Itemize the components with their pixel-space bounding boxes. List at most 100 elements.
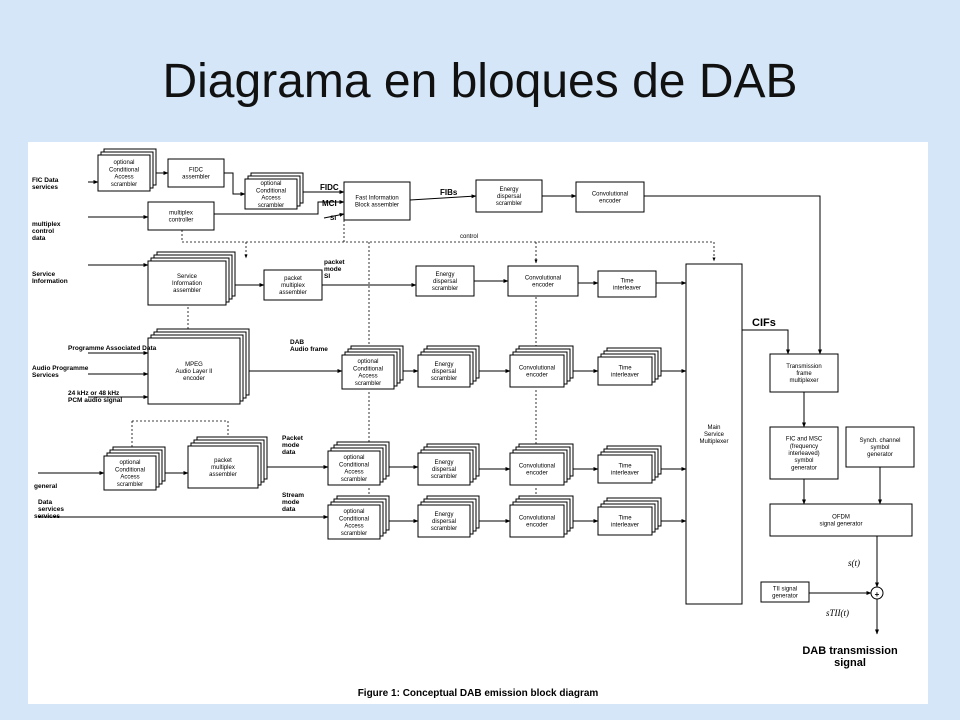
energy-dispersal-stream <box>417 495 480 538</box>
energy-dispersal-audio <box>417 345 480 388</box>
energy-dispersal-fic <box>475 179 543 213</box>
fidc-assembler-block <box>167 158 225 188</box>
ca-scrambler-fic <box>97 148 157 192</box>
figure-caption: Figure 1: Conceptual DAB emission block … <box>358 688 599 699</box>
time-interleaver-packet-frame <box>597 454 653 484</box>
conv-encoder-si-frame <box>507 265 579 297</box>
summer-node <box>870 586 884 600</box>
energy-dispersal-fic-frame <box>475 179 543 213</box>
time-interleaver-si-frame <box>597 270 657 298</box>
wire-fic-to-tfmux <box>644 195 822 355</box>
conv-encoder-packet-frame <box>509 452 565 486</box>
symbol-generator-block <box>769 426 839 480</box>
ca-scrambler-packet <box>327 441 390 486</box>
tii-generator-block-frame <box>760 581 810 603</box>
conv-encoder-audio <box>509 345 574 388</box>
time-interleaver-si <box>597 270 657 298</box>
fibs-signal-label: FIBs <box>440 188 458 197</box>
energy-dispersal-audio-frame <box>417 354 471 388</box>
conv-encoder-packet <box>509 443 574 486</box>
transmission-frame-mux-block-frame <box>769 353 839 393</box>
time-interleaver-audio <box>597 347 662 386</box>
time-interleaver-stream-frame <box>597 506 653 536</box>
time-interleaver-packet <box>597 445 662 484</box>
main-service-mux-block <box>685 263 743 605</box>
sync-symbol-generator-block <box>845 426 915 468</box>
wire-fidc-to-ca <box>224 172 246 196</box>
ca-scrambler-fidc <box>244 172 304 210</box>
si-assembler-block-frame <box>147 260 227 306</box>
ca-scrambler-audio-frame <box>341 354 395 390</box>
fib-assembler-block <box>343 181 411 221</box>
general-label: general <box>34 483 57 490</box>
mci-signal-label: MCI <box>322 199 337 208</box>
ca-scrambler-audio <box>341 345 404 390</box>
main-service-mux-block-frame <box>685 263 743 605</box>
cifs-signal-label: CIFs <box>752 317 776 329</box>
conv-encoder-stream <box>509 495 574 538</box>
symbol-generator-block-frame <box>769 426 839 480</box>
energy-dispersal-packet <box>417 443 480 486</box>
wire-fibs <box>409 194 477 201</box>
s-t-signal-label: s(t) <box>848 558 860 568</box>
si-assembler-block <box>147 251 236 306</box>
time-interleaver-stream <box>597 497 662 536</box>
fidc-assembler-block-frame <box>167 158 225 188</box>
ofdm-generator-block <box>769 503 913 537</box>
ca-scrambler-general <box>103 446 166 491</box>
ca-scrambler-stream-frame <box>327 504 381 540</box>
slide-title: Diagrama en bloques de DAB <box>162 55 798 108</box>
conv-encoder-stream-frame <box>509 504 565 538</box>
mux-controller-block-frame <box>147 201 215 231</box>
s-tii-signal-label: sTII(t) <box>826 608 849 618</box>
ofdm-generator-block-frame <box>769 503 913 537</box>
packet-mux-data <box>187 436 268 489</box>
conv-encoder-audio-frame <box>509 354 565 388</box>
mpeg-encoder-block-frame <box>147 337 241 405</box>
conv-encoder-si <box>507 265 579 297</box>
energy-dispersal-stream-frame <box>417 504 471 538</box>
energy-dispersal-si <box>415 265 475 297</box>
packet-mux-si <box>263 269 323 301</box>
fib-assembler-block-frame <box>343 181 411 221</box>
ca-scrambler-fic-frame <box>97 154 151 192</box>
mpeg-encoder-block <box>147 328 250 405</box>
conv-encoder-fic <box>575 181 645 213</box>
fidc-signal-label: FIDC <box>320 183 339 192</box>
tii-generator-block <box>760 581 810 603</box>
